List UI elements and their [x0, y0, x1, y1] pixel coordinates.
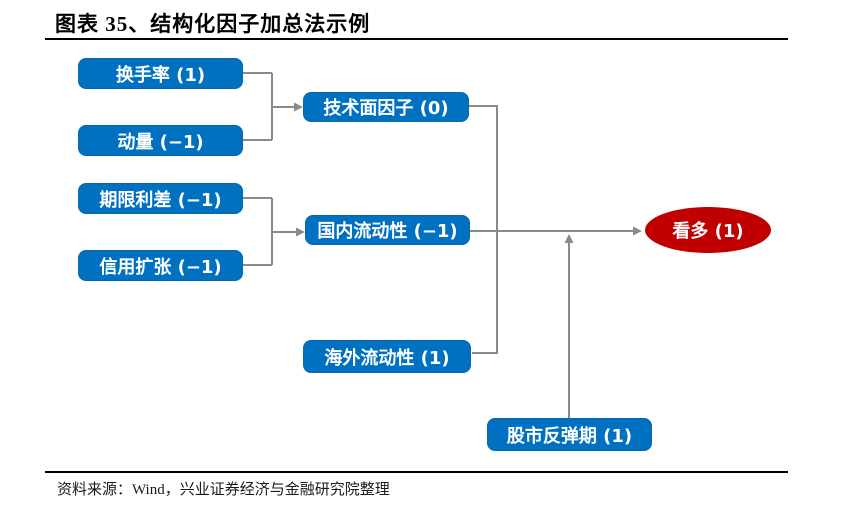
factor-node-momentum: 动量 (−1): [78, 125, 243, 156]
factor-node-stock-rebound: 股市反弹期 (1): [487, 418, 652, 451]
factor-node-domestic-liquidity: 国内流动性 (−1): [305, 215, 470, 245]
source-note: 资料来源：Wind，兴业证券经济与金融研究院整理: [57, 482, 390, 498]
factor-node-credit-expansion: 信用扩张 (−1): [78, 250, 243, 281]
footer-divider: [45, 471, 788, 473]
factor-node-overseas-liquidity: 海外流动性 (1): [303, 340, 471, 373]
factor-node-turnover: 换手率 (1): [78, 58, 243, 89]
conclusion-ellipse-bullish: 看多 (1): [645, 207, 771, 253]
figure-title: 图表 35、结构化因子加总法示例: [55, 12, 371, 36]
factor-node-term-spread: 期限利差 (−1): [78, 183, 243, 214]
factor-node-technical: 技术面因子 (0): [303, 92, 469, 122]
title-divider: [45, 38, 788, 40]
